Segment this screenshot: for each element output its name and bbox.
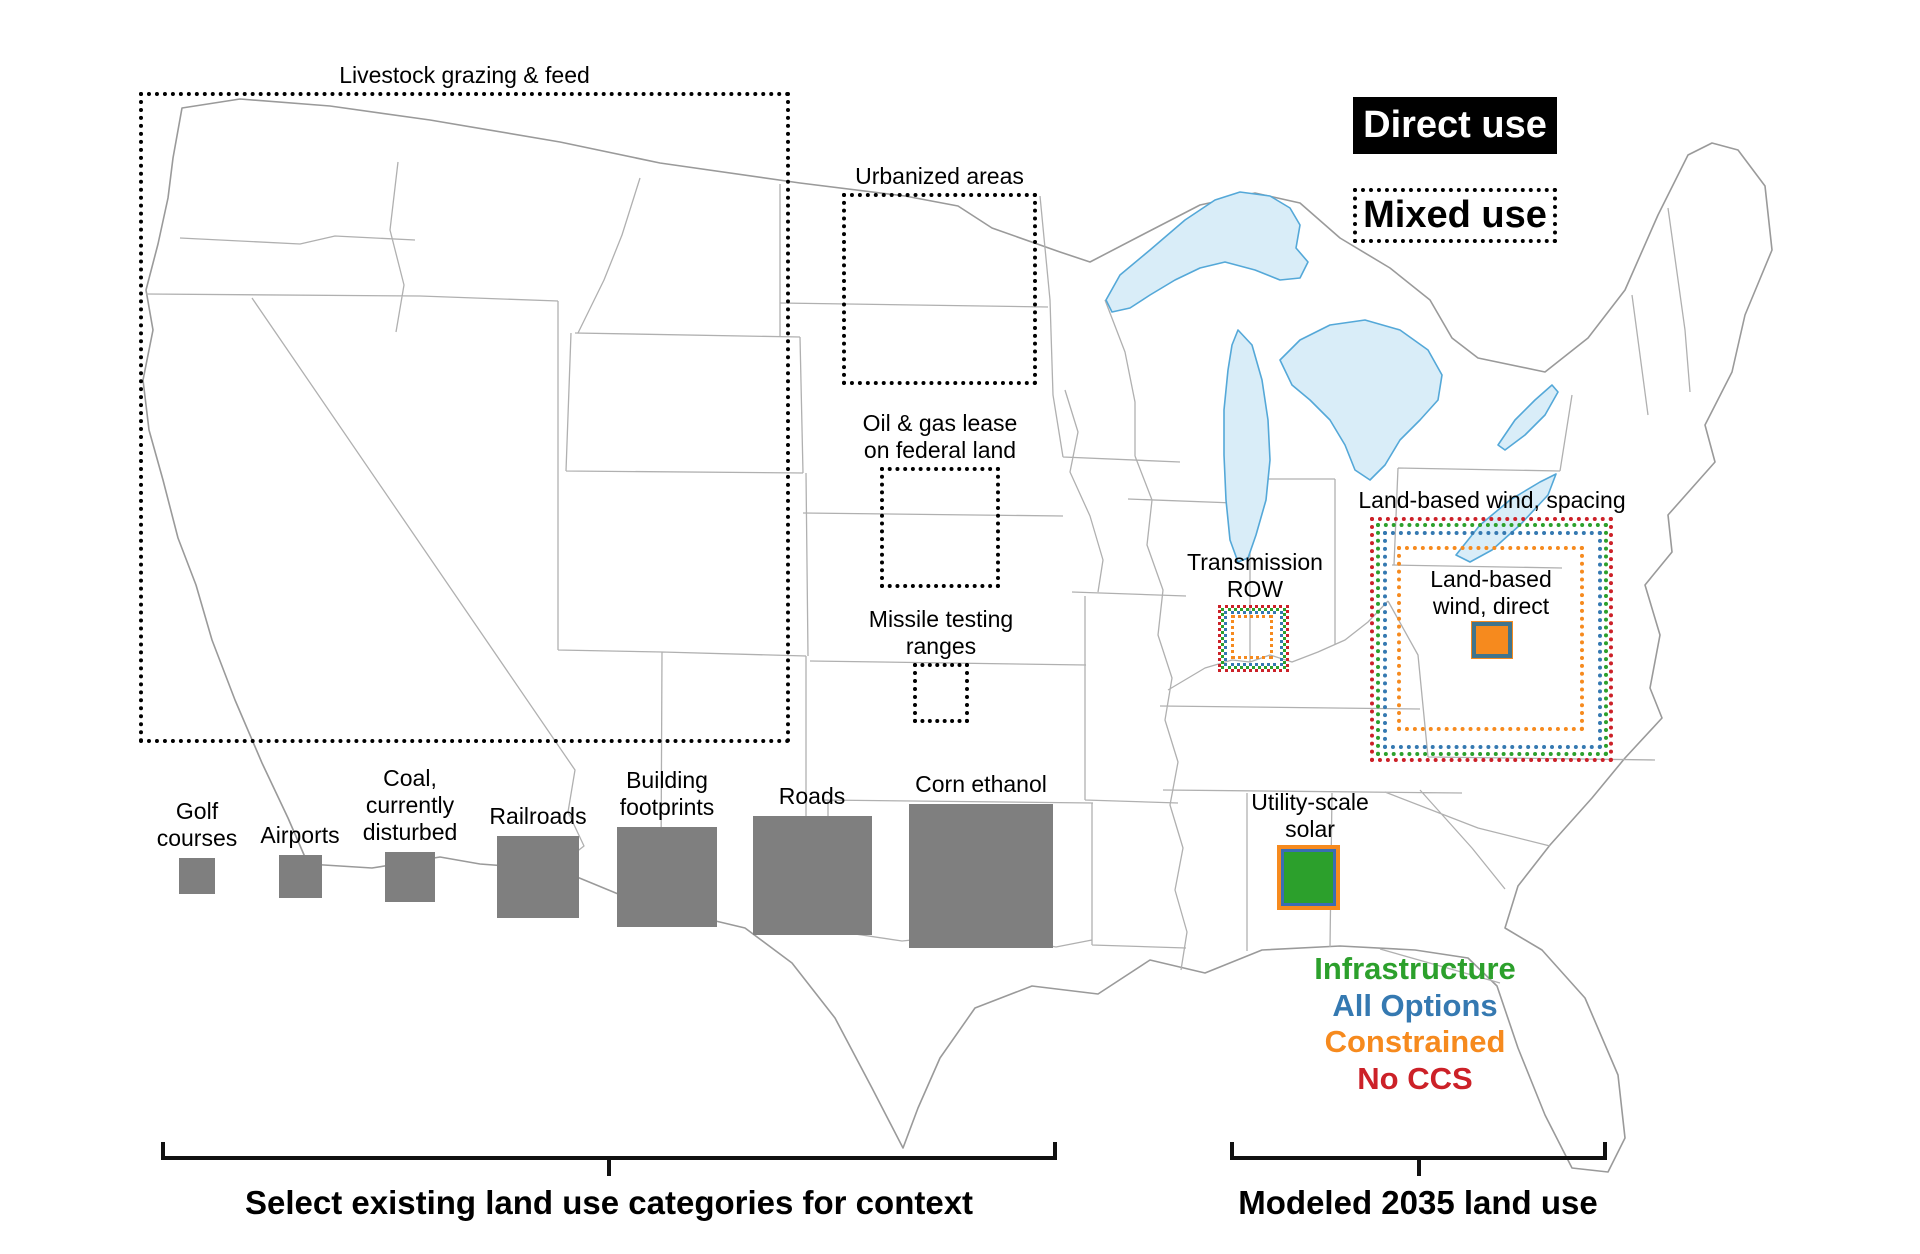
mixed-use-box-urbanized-areas — [842, 193, 1037, 385]
context-square-label-4-line: footprints — [619, 794, 715, 820]
wind-spacing-ring-infrastructure — [1376, 523, 1608, 756]
mixed-use-label-oil-gas-lease-federal-land-line: on federal land — [863, 437, 1017, 463]
mixed-use-label-missile-testing-ranges-line: Missile testing — [868, 606, 1014, 632]
context-square-label-4-line: Building — [626, 767, 708, 793]
context-square-label-0-line: Golf — [175, 798, 219, 824]
wind-direct-square — [1472, 622, 1512, 658]
context-square-label-2-line: currently — [365, 792, 455, 818]
utility-solar-square-fill — [1284, 852, 1333, 903]
modeled-bracket-center-tick — [1417, 1158, 1421, 1176]
wind-spacing-ring-constrained — [1397, 546, 1584, 731]
context-square-label-6: Corn ethanol — [915, 771, 1047, 798]
mixed-use-legend: Mixed use — [1353, 188, 1557, 243]
direct-use-legend: Direct use — [1353, 97, 1557, 154]
wind-spacing-label-line: Land-based wind, spacing — [1358, 487, 1626, 513]
transmission-row-label-line: ROW — [1226, 576, 1284, 602]
state-borders-east — [1104, 207, 1691, 984]
mixed-use-label-livestock-grazing-feed-line: Livestock grazing & feed — [339, 62, 590, 88]
context-square-6 — [909, 804, 1053, 948]
utility-solar-square — [1277, 845, 1340, 910]
context-square-label-6-line: Corn ethanol — [915, 771, 1047, 797]
mixed-use-box-oil-gas-lease-federal-land — [880, 467, 1000, 588]
context-bracket-center-tick — [607, 1158, 611, 1176]
lake-superior — [1105, 191, 1309, 313]
transmission-row-ring-constrained — [1231, 615, 1273, 659]
context-bracket-left-tick — [161, 1142, 165, 1158]
modeled-bracket-left-tick — [1230, 1142, 1234, 1158]
scenario-legend-constrained: Constrained — [1324, 1024, 1506, 1059]
mixed-use-label-oil-gas-lease-federal-land-line: Oil & gas lease — [862, 410, 1018, 436]
context-square-0 — [179, 858, 215, 894]
context-square-label-1-line: Airports — [260, 822, 340, 848]
modeled-caption: Modeled 2035 land use — [1238, 1184, 1598, 1221]
transmission-row-ring-no-ccs — [1218, 605, 1289, 672]
context-square-5 — [752, 816, 872, 935]
context-square-1 — [278, 855, 322, 898]
lake-huron — [1279, 319, 1443, 481]
transmission-row-ring-infrastructure — [1221, 608, 1286, 669]
scenario-legend-no-ccs: No CCS — [1357, 1060, 1473, 1096]
wind-direct-label-line: wind, direct — [1432, 593, 1550, 619]
context-bracket-right-tick — [1053, 1142, 1057, 1158]
wind-spacing-ring-all-options — [1383, 531, 1602, 749]
mixed-use-label-urbanized-areas: Urbanized areas — [855, 163, 1024, 190]
context-square-2 — [385, 852, 435, 902]
scenario-legend-all-options: All Options — [1332, 987, 1498, 1023]
mixed-use-label-urbanized-areas-line: Urbanized areas — [855, 163, 1024, 189]
utility-solar-label-line: solar — [1285, 816, 1335, 842]
utility-solar-label-line: Utility-scale — [1251, 789, 1369, 815]
mixed-use-label-livestock-grazing-feed: Livestock grazing & feed — [339, 62, 590, 89]
mixed-use-box-missile-testing-ranges — [913, 663, 969, 723]
context-square-label-3: Railroads — [489, 803, 586, 830]
transmission-row-ring-all-options — [1224, 611, 1283, 666]
wind-spacing-ring-no-ccs — [1370, 517, 1613, 762]
lake-michigan — [1223, 329, 1271, 563]
mixed-use-label-missile-testing-ranges-line: ranges — [905, 633, 977, 659]
transmission-row-label-line: Transmission — [1187, 549, 1323, 575]
context-square-label-2-line: Coal, — [383, 765, 437, 791]
context-square-3 — [497, 836, 579, 918]
context-caption: Select existing land use categories for … — [244, 1184, 974, 1221]
context-square-label-1: Airports — [260, 822, 339, 849]
wind-spacing-label: Land-based wind, spacing — [1358, 487, 1625, 514]
context-square-label-3-line: Railroads — [489, 803, 587, 829]
context-square-4 — [617, 827, 717, 927]
lake-ontario — [1497, 384, 1559, 451]
context-square-label-5: Roads — [779, 783, 845, 810]
mixed-use-box-livestock-grazing-feed — [139, 92, 790, 743]
wind-direct-label-line: Land-based — [1430, 566, 1552, 592]
context-square-label-2-line: disturbed — [362, 819, 458, 845]
state-borders — [145, 161, 1691, 984]
scenario-legend-infrastructure: Infrastructure — [1314, 951, 1516, 986]
modeled-bracket-right-tick — [1603, 1142, 1607, 1158]
context-square-label-5-line: Roads — [778, 783, 846, 809]
state-borders-west — [145, 161, 809, 869]
context-square-label-0-line: courses — [156, 825, 238, 851]
